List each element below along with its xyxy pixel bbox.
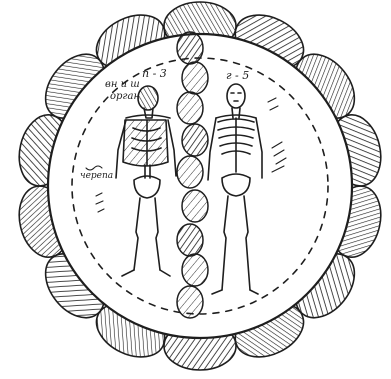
bead	[182, 190, 208, 222]
label-right-figure-number: г - 5	[226, 70, 249, 81]
label-left-figure-lower: орган	[110, 92, 140, 102]
label-left-figure-upper: вн и ш	[105, 80, 140, 90]
label-left-side-word: черепа	[80, 172, 113, 181]
bead	[177, 32, 203, 64]
bead	[177, 224, 203, 256]
bead	[182, 124, 208, 156]
bead	[177, 286, 203, 318]
bead	[182, 62, 208, 94]
bead	[177, 92, 203, 124]
bead	[182, 254, 208, 286]
bead	[177, 156, 203, 188]
label-left-figure-number: п - 3	[142, 68, 167, 79]
